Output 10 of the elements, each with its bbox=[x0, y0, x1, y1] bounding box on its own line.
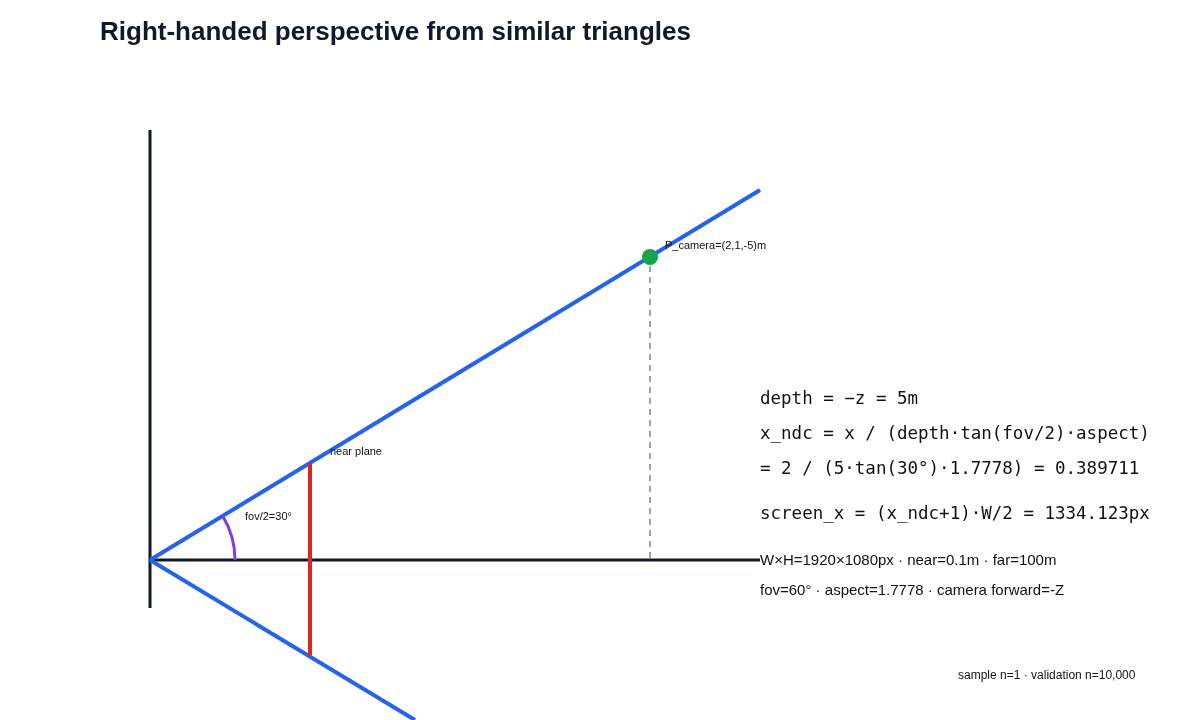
parameter-text: fov=60° · aspect=1.7778 · camera forward=-Z bbox=[760, 581, 1065, 598]
plane-label: near plane bbox=[330, 445, 382, 457]
angle-label: fov/2=30° bbox=[245, 510, 292, 522]
title: Right-handed perspective from similar triangles bbox=[100, 16, 691, 47]
formula-text: x_ndc = x / (depth·tan(fov/2)·aspect) bbox=[760, 423, 1150, 443]
parameter-text: W×H=1920×1080px · near=0.1m · far=100m bbox=[760, 551, 1057, 568]
footnote: sample n=1 · validation n=10,000 bbox=[958, 668, 1136, 682]
formula-text: screen_x = (x_ndc+1)·W/2 = 1334.123px bbox=[760, 503, 1150, 523]
formula-text: = 2 / (5·tan(30°)·1.7778) = 0.389711 bbox=[760, 458, 1140, 478]
formula-text: depth = −z = 5m bbox=[760, 388, 919, 408]
